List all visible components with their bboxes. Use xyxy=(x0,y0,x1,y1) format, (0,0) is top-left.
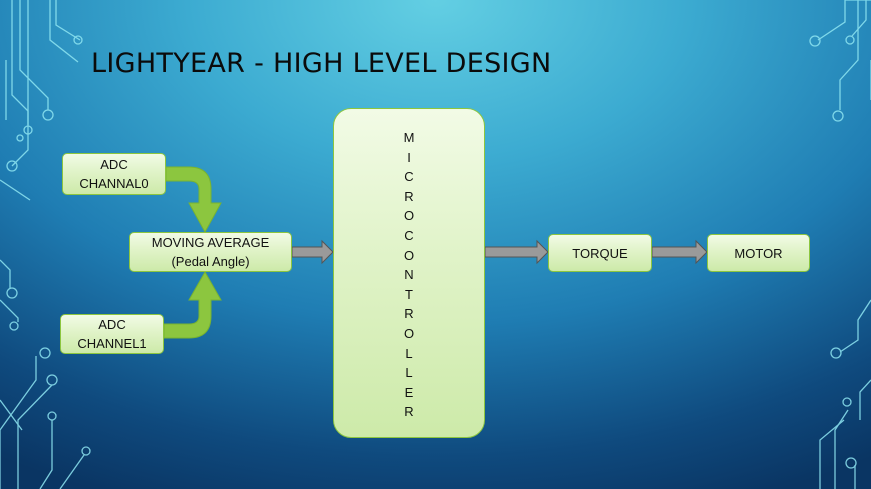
microcontroller-letter: O xyxy=(403,247,415,263)
adc-channel1-line1: ADC xyxy=(98,317,126,332)
microcontroller-letter: E xyxy=(404,384,414,400)
adc-channel1-line2: CHANNEL1 xyxy=(77,336,147,351)
adc-channel1-box: ADC CHANNEL1 xyxy=(60,314,164,354)
adc-channel0-line1: ADC xyxy=(100,157,128,172)
microcontroller-letter: N xyxy=(404,267,414,283)
torque-label: TORQUE xyxy=(572,245,628,261)
moving-average-box: MOVING AVERAGE (Pedal Angle) xyxy=(129,232,292,272)
microcontroller-letter: C xyxy=(404,169,414,185)
arrow-to-microcontroller-icon xyxy=(291,239,334,265)
microcontroller-letter: R xyxy=(404,306,414,322)
microcontroller-letter: I xyxy=(407,149,411,165)
microcontroller-letter: L xyxy=(405,345,413,361)
microcontroller-letter: O xyxy=(403,325,415,341)
microcontroller-letter: M xyxy=(403,130,415,145)
microcontroller-letter: R xyxy=(404,404,414,420)
microcontroller-letter: R xyxy=(404,188,414,204)
microcontroller-letter: T xyxy=(405,286,413,302)
adc-channel0-line2: CHANNAL0 xyxy=(79,176,149,191)
microcontroller-letter: L xyxy=(405,365,413,381)
microcontroller-letter: C xyxy=(404,227,414,243)
arrow-to-motor-icon xyxy=(651,239,708,265)
arrow-to-torque-icon xyxy=(484,239,549,265)
curved-arrow-up-icon xyxy=(163,270,222,339)
moving-average-line2: (Pedal Angle) xyxy=(171,254,250,269)
page-title: LIGHTYEAR - HIGH LEVEL DESIGN xyxy=(91,48,552,79)
torque-box: TORQUE xyxy=(548,234,652,272)
curved-arrow-down-icon xyxy=(165,166,222,234)
moving-average-line1: MOVING AVERAGE xyxy=(151,235,270,250)
microcontroller-letter: O xyxy=(403,208,415,224)
adc-channel0-box: ADC CHANNAL0 xyxy=(62,153,166,195)
motor-label: MOTOR xyxy=(734,245,783,261)
motor-box: MOTOR xyxy=(707,234,810,272)
